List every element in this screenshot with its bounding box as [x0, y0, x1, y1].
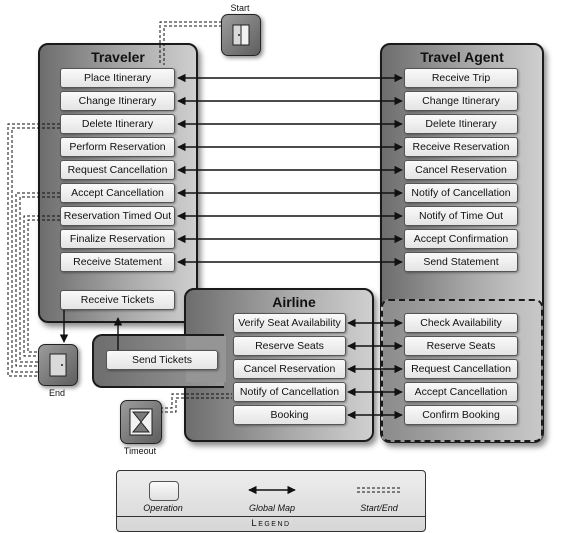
- start-terminal[interactable]: [221, 14, 261, 56]
- accept-cancel-end-path: [15, 192, 60, 367]
- legend-divider: [117, 516, 425, 517]
- end-terminal[interactable]: [38, 344, 78, 386]
- agent-op-reserve-seats[interactable]: Reserve Seats: [404, 336, 518, 356]
- agent-op-confirm-booking[interactable]: Confirm Booking: [404, 405, 518, 425]
- legend-title: Legend: [251, 518, 291, 529]
- traveler-op-finalize-reservation[interactable]: Finalize Reservation: [60, 229, 175, 249]
- traveler-op-delete-itinerary[interactable]: Delete Itinerary: [60, 114, 175, 134]
- legend-operation-label: Operation: [143, 503, 183, 513]
- travel-agent-title: Travel Agent: [420, 49, 504, 65]
- traveler-op-place-itinerary[interactable]: Place Itinerary: [60, 68, 175, 88]
- legend-global-map-label: Global Map: [248, 503, 296, 513]
- agent-op-request-cancellation[interactable]: Request Cancellation: [404, 359, 518, 379]
- agent-op-delete-itinerary[interactable]: Delete Itinerary: [404, 114, 518, 134]
- agent-op-check-availability[interactable]: Check Availability: [404, 313, 518, 333]
- traveler-op-receive-tickets[interactable]: Receive Tickets: [60, 290, 175, 310]
- traveler-title: Traveler: [91, 49, 145, 65]
- agent-op-notify-of-time-out[interactable]: Notify of Time Out: [404, 206, 518, 226]
- timeout-path: [160, 393, 232, 409]
- agent-op-cancel-reservation[interactable]: Cancel Reservation: [404, 160, 518, 180]
- airline-title: Airline: [272, 294, 316, 310]
- traveler-op-change-itinerary[interactable]: Change Itinerary: [60, 91, 175, 111]
- closed-door-icon: [49, 353, 67, 377]
- traveler-op-perform-reservation[interactable]: Perform Reservation: [60, 137, 175, 157]
- door-icon: [232, 24, 250, 46]
- start-label: Start: [230, 3, 250, 13]
- legend-operation-swatch: [149, 481, 179, 501]
- agent-op-receive-trip[interactable]: Receive Trip: [404, 68, 518, 88]
- airline-op-reserve-seats[interactable]: Reserve Seats: [233, 336, 346, 356]
- legend-global-map-arrow: [248, 485, 401, 495]
- airline-op-cancel-reservation[interactable]: Cancel Reservation: [233, 359, 346, 379]
- traveler-op-receive-statement[interactable]: Receive Statement: [60, 252, 175, 272]
- agent-op-change-itinerary[interactable]: Change Itinerary: [404, 91, 518, 111]
- agent-op-accept-cancellation[interactable]: Accept Cancellation: [404, 382, 518, 402]
- legend-start-end-label: Start/End: [360, 503, 398, 513]
- agent-op-notify-of-cancellation[interactable]: Notify of Cancellation: [404, 183, 518, 203]
- start-path: [159, 21, 222, 65]
- legend: Operation Global Map Start/End Legend: [116, 470, 426, 532]
- airline-op-verify-seat-availability[interactable]: Verify Seat Availability: [233, 313, 346, 333]
- traveler-op-reservation-timed-out[interactable]: Reservation Timed Out: [60, 206, 175, 226]
- traveler-op-request-cancellation[interactable]: Request Cancellation: [60, 160, 175, 180]
- timeout-terminal[interactable]: [120, 400, 162, 444]
- end-label: End: [48, 388, 65, 398]
- delete-end-path: [7, 123, 60, 377]
- agent-op-accept-confirmation[interactable]: Accept Confirmation: [404, 229, 518, 249]
- traveler-op-accept-cancellation[interactable]: Accept Cancellation: [60, 183, 175, 203]
- airline-op-notify-of-cancellation[interactable]: Notify of Cancellation: [233, 382, 346, 402]
- timeout-label: Timeout: [123, 446, 157, 456]
- agent-op-receive-reservation[interactable]: Receive Reservation: [404, 137, 518, 157]
- traveler-op-send-tickets[interactable]: Send Tickets: [106, 350, 218, 370]
- airline-op-booking[interactable]: Booking: [233, 405, 346, 425]
- agent-op-send-statement[interactable]: Send Statement: [404, 252, 518, 272]
- hourglass-icon: [129, 408, 153, 436]
- timedout-end-path: [23, 215, 60, 357]
